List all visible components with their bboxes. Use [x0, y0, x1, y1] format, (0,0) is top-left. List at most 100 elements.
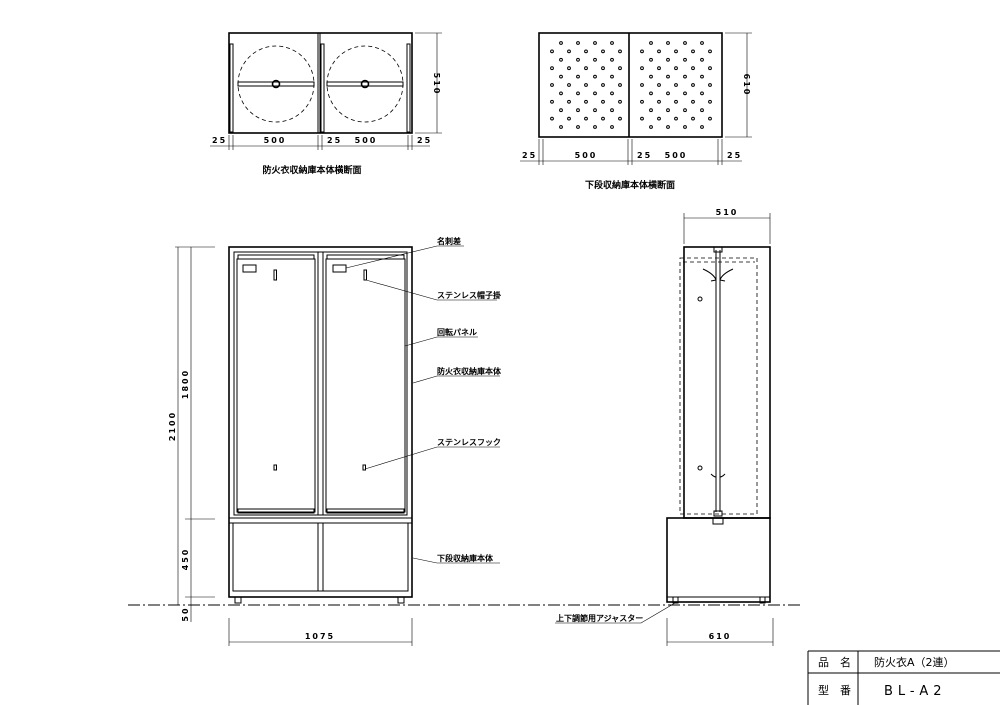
perforation-hole [601, 66, 605, 71]
perforation-hole [567, 83, 571, 87]
perforation-hole [640, 66, 644, 71]
perforation-hole [666, 91, 670, 96]
perforation-hole [691, 99, 695, 104]
rotating-panel-right [325, 258, 406, 513]
lower-compartment-left [232, 522, 319, 592]
hook [273, 464, 277, 471]
dim-total-height: 2100 [168, 411, 177, 441]
perforation-hole [576, 108, 580, 113]
perforation-hole [601, 49, 605, 54]
perforation-hole [618, 83, 622, 87]
callout-hook: ステンレスフック [437, 437, 501, 447]
perforation-hole [593, 125, 597, 129]
perforation-hole [640, 99, 644, 104]
perforation-hole [567, 66, 571, 71]
perforation-hole [708, 116, 712, 121]
perforation-hole [576, 91, 580, 96]
perforation-hole [584, 66, 588, 71]
dim-lower-height: 450 [181, 548, 190, 571]
perforation-hole [584, 99, 588, 104]
perforation-hole [593, 108, 597, 113]
adjuster-foot [672, 596, 679, 604]
dim-side-left: 25 [212, 136, 227, 145]
callout-adjuster: 上下調節用アジャスター [556, 613, 643, 623]
perforation-hole [601, 99, 605, 104]
perforation-hole [610, 41, 614, 45]
perforation-hole [618, 49, 622, 54]
perforation-hole [584, 116, 588, 121]
dim-side-left: 25 [522, 151, 537, 160]
perforation-hole [649, 74, 653, 79]
perforation-hole [584, 83, 588, 87]
rotating-panel-left [236, 258, 316, 513]
perforation-hole [593, 91, 597, 96]
perforation-hole [640, 116, 644, 121]
perforation-hole [700, 74, 704, 79]
perforation-hole [601, 83, 605, 87]
perforation-hole [610, 108, 614, 113]
lower-cabinet-side [666, 517, 771, 603]
perforation-hole [700, 57, 704, 62]
perforation-hole [550, 99, 554, 104]
perforation-pattern [550, 41, 712, 129]
lower-compartment-right [322, 522, 409, 592]
dim-lower-depth: 610 [709, 632, 732, 641]
product-name: 防火衣A（2連） [874, 655, 955, 669]
rotation-circle [237, 45, 315, 123]
perforation-hole [618, 99, 622, 104]
perforation-hole [559, 57, 563, 62]
perforation-hole [559, 91, 563, 96]
dim-width-right: 500 [665, 151, 688, 160]
perforation-hole [550, 83, 554, 87]
perforation-hole [576, 57, 580, 62]
perforation-hole [576, 41, 580, 45]
perforation-hole [691, 66, 695, 71]
perforation-hole [649, 41, 653, 45]
perforation-hole [649, 91, 653, 96]
dim-width-left: 500 [264, 136, 287, 145]
perforation-hole [576, 74, 580, 79]
model-number: BL-A2 [884, 684, 947, 699]
perforation-hole [708, 49, 712, 54]
adjuster-foot [759, 596, 766, 604]
perforation-hole [640, 49, 644, 54]
callout-rotating-panel: 回転パネル [437, 327, 477, 337]
perforation-hole [610, 74, 614, 79]
dim-side-right: 25 [727, 151, 742, 160]
perforation-hole [683, 108, 687, 113]
perforation-hole [700, 108, 704, 113]
name-card-holder [242, 264, 257, 273]
perforation-hole [666, 74, 670, 79]
perforation-hole [691, 49, 695, 54]
perforation-hole [700, 125, 704, 129]
dim-adjuster-height: 50 [181, 606, 190, 621]
cabinet-outline [228, 246, 413, 598]
perforation-hole [700, 91, 704, 96]
perforation-hole [593, 57, 597, 62]
perforation-hole [666, 57, 670, 62]
dim-upper-depth: 510 [716, 208, 739, 217]
perforation-hole [567, 49, 571, 54]
dim-depth: 510 [432, 73, 441, 96]
perforation-hole [618, 116, 622, 121]
perforation-hole [559, 125, 563, 129]
hat-hook [363, 269, 367, 281]
lower-cabinet-cross-section: 610 25 500 25 500 25 下段収納庫本体横断面 [520, 32, 752, 191]
perforation-hole [610, 125, 614, 129]
perforation-hole [649, 108, 653, 113]
perforation-hole [674, 49, 678, 54]
perforation-hole [593, 41, 597, 45]
perforation-hole [610, 91, 614, 96]
name-card-holder [332, 264, 347, 273]
perforation-hole [674, 66, 678, 71]
callout-name-card-holder: 名刺差 [437, 236, 461, 246]
adjuster-foot [234, 596, 242, 604]
cabinet-outline [538, 32, 723, 138]
perforation-hole [666, 108, 670, 113]
hook [362, 464, 366, 471]
perforation-hole [657, 99, 661, 104]
dim-width-left: 500 [575, 151, 598, 160]
perforation-hole [640, 83, 644, 87]
perforation-hole [567, 99, 571, 104]
